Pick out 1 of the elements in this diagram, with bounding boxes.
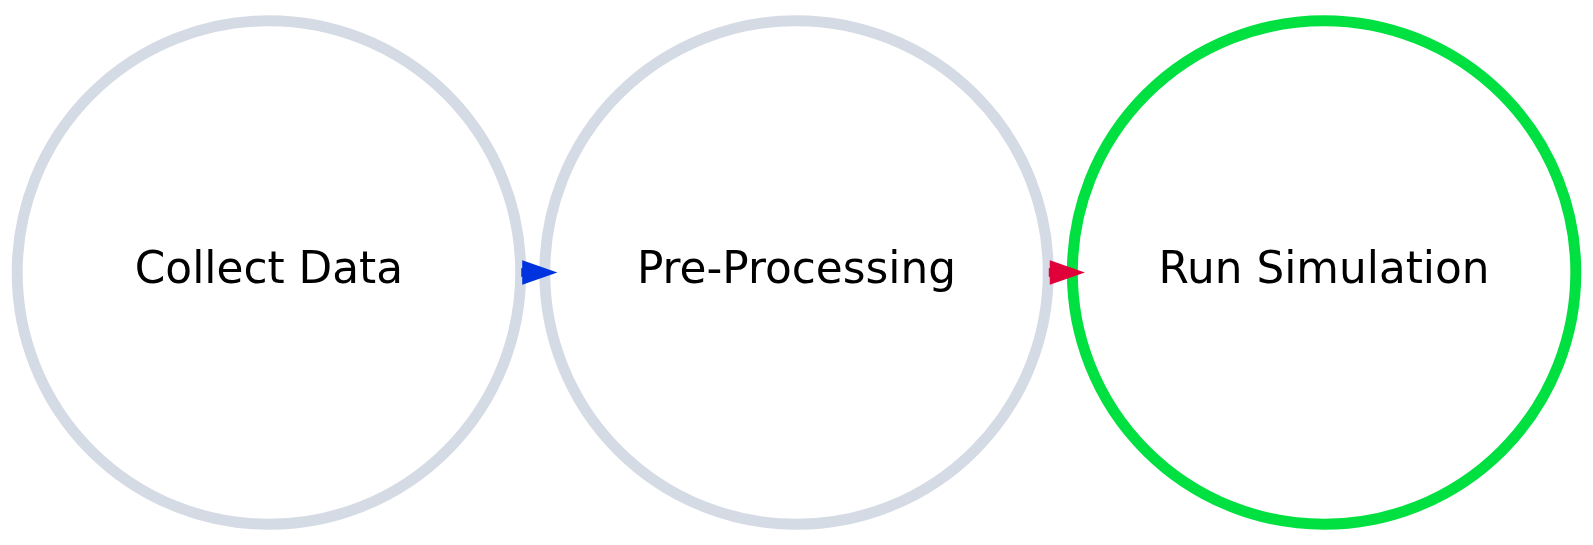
node-circle: Run Simulation: [1066, 15, 1582, 530]
